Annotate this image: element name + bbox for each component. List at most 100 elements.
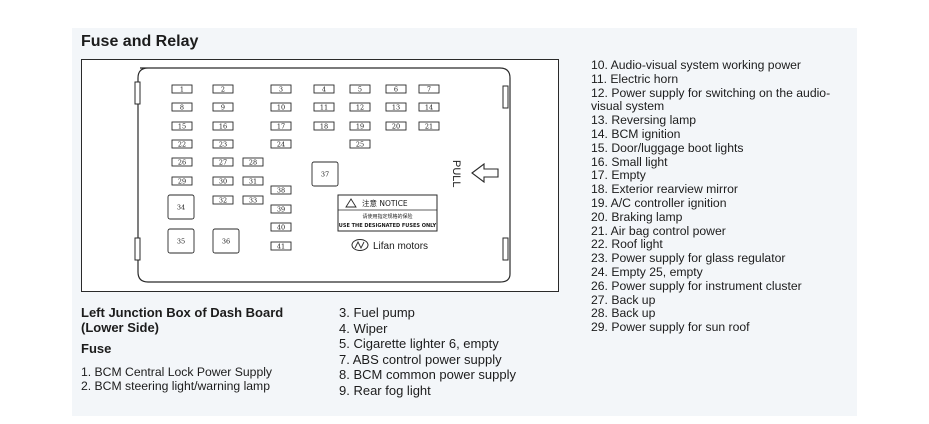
pull-arrow-icon <box>471 162 499 184</box>
fuse-slot-1: 1 <box>171 84 193 94</box>
list-item: 28. Back up <box>591 306 656 321</box>
fuse-slot-outline <box>212 228 240 254</box>
fuse-slot-outline <box>385 84 407 94</box>
list-item: 29. Power supply for sun roof <box>591 320 750 335</box>
fuse-number-label: 1 <box>180 85 184 93</box>
fuse-slot-18: 18 <box>313 121 335 131</box>
lifan-logo-icon <box>351 239 369 251</box>
list-item: 24. Empty 25, empty <box>591 264 703 279</box>
fuse-number-label: 23 <box>219 140 227 148</box>
clip-top-right <box>502 85 509 109</box>
fuse-slot-outline <box>313 84 335 94</box>
fuse-slot-outline <box>313 102 335 112</box>
fuse-slot-outline <box>212 84 234 94</box>
fuse-slot-outline <box>270 222 292 232</box>
fuse-list-middle: 3. Fuel pump 4. Wiper 5. Cigarette light… <box>339 305 516 398</box>
junction-box-heading-line2: (Lower Side) <box>81 320 160 335</box>
fuse-slot-outline <box>418 102 440 112</box>
fuse-number-label: 13 <box>392 103 400 111</box>
fuse-slot-outline <box>171 102 193 112</box>
fuse-number-label: 35 <box>177 237 185 245</box>
fuse-slot-outline <box>242 176 264 186</box>
notice-english-text: USE THE DESIGNATED FUSES ONLY <box>339 223 437 229</box>
fuse-slot-24: 24 <box>270 139 292 149</box>
fuse-number-label: 18 <box>320 122 328 130</box>
fuse-number-label: 5 <box>358 85 362 93</box>
fuse-slot-outline <box>270 185 292 195</box>
list-item: 13. Reversing lamp <box>591 113 696 128</box>
list-item: 14. BCM ignition <box>591 126 681 141</box>
fuse-slot-outline <box>270 139 292 149</box>
list-item: 10. Audio-visual system working power <box>591 58 801 72</box>
fuse-number-label: 30 <box>219 177 227 185</box>
fuse-slot-26: 26 <box>171 157 193 167</box>
fuse-number-label: 38 <box>277 186 285 194</box>
fuse-slot-outline <box>171 84 193 94</box>
fuse-number-label: 4 <box>322 85 326 93</box>
list-item: 11. Electric horn <box>591 71 679 86</box>
fuse-number-label: 25 <box>356 140 364 148</box>
fuse-slot-7: 7 <box>418 84 440 94</box>
fuse-box-drawing: 注意 NOTICE 请使用指定规格的保险 USE THE DESIGNATED … <box>134 67 511 283</box>
list-item: 20. Braking lamp <box>591 209 683 224</box>
list-item: 23. Power supply for glass regulator <box>591 251 786 266</box>
fuse-number-label: 21 <box>425 122 433 130</box>
fuse-slot-outline <box>171 121 193 131</box>
fuse-slot-outline <box>270 84 292 94</box>
fuse-slot-12: 12 <box>349 102 371 112</box>
warning-triangle-icon <box>345 198 357 208</box>
junction-box-heading-line1: Left Junction Box of Dash Board <box>81 305 284 320</box>
fuse-slot-40: 40 <box>270 222 292 232</box>
fuse-number-label: 28 <box>249 158 257 166</box>
fuse-list-right: 10. Audio-visual system working power 11… <box>591 58 831 335</box>
fuse-slot-28: 28 <box>242 157 264 167</box>
fuse-number-label: 41 <box>277 242 285 250</box>
fuse-slot-outline <box>171 139 193 149</box>
fuse-slot-outline <box>349 84 371 94</box>
fuse-slot-6: 6 <box>385 84 407 94</box>
fuse-slot-11: 11 <box>313 102 335 112</box>
page-title: Fuse and Relay <box>81 33 199 50</box>
fuse-list-left: 1. BCM Central Lock Power Supply 2. BCM … <box>81 365 272 394</box>
fuse-number-label: 22 <box>178 140 186 148</box>
fuse-slot-19: 19 <box>349 121 371 131</box>
fuse-number-label: 7 <box>427 85 431 93</box>
fuse-number-label: 17 <box>277 122 285 130</box>
fuse-slot-outline <box>212 176 234 186</box>
fuse-slot-outline <box>385 121 407 131</box>
fuse-slot-39: 39 <box>270 204 292 214</box>
fuse-slot-10: 10 <box>270 102 292 112</box>
list-item: 15. Door/luggage boot lights <box>591 140 744 155</box>
fuse-slot-16: 16 <box>212 121 234 131</box>
fuse-number-label: 40 <box>277 223 285 231</box>
fuse-number-label: 2 <box>221 85 225 93</box>
fuse-slot-outline <box>212 139 234 149</box>
fuse-slot-outline <box>270 241 292 251</box>
fuse-number-label: 6 <box>394 85 398 93</box>
fuse-slot-9: 9 <box>212 102 234 112</box>
fuse-number-label: 14 <box>425 103 433 111</box>
fuse-slot-31: 31 <box>242 176 264 186</box>
fuse-slot-38: 38 <box>270 185 292 195</box>
fuse-slot-outline <box>418 121 440 131</box>
fuse-number-label: 39 <box>277 205 285 213</box>
list-item: 19. A/C controller ignition <box>591 195 727 210</box>
fuse-slot-37: 37 <box>311 161 339 187</box>
list-item: 27. Back up <box>591 292 656 307</box>
list-item: 2. BCM steering light/warning lamp <box>81 378 270 393</box>
fuse-number-label: 34 <box>177 203 185 211</box>
fuse-slot-outline <box>212 102 234 112</box>
fuse-slot-2: 2 <box>212 84 234 94</box>
fuse-slot-outline <box>270 121 292 131</box>
fuse-number-label: 15 <box>178 122 186 130</box>
fuse-slot-27: 27 <box>212 157 234 167</box>
pull-label: PULL <box>450 160 462 188</box>
fuse-number-label: 11 <box>320 103 328 111</box>
list-item: 4. Wiper <box>339 320 388 336</box>
fuse-number-label: 26 <box>178 158 186 166</box>
list-item: 5. Cigarette lighter 6, empty <box>339 336 499 351</box>
fuse-number-label: 33 <box>249 196 257 204</box>
fuse-slot-outline <box>349 139 371 149</box>
fuse-slot-20: 20 <box>385 121 407 131</box>
fuse-slot-outline <box>418 84 440 94</box>
